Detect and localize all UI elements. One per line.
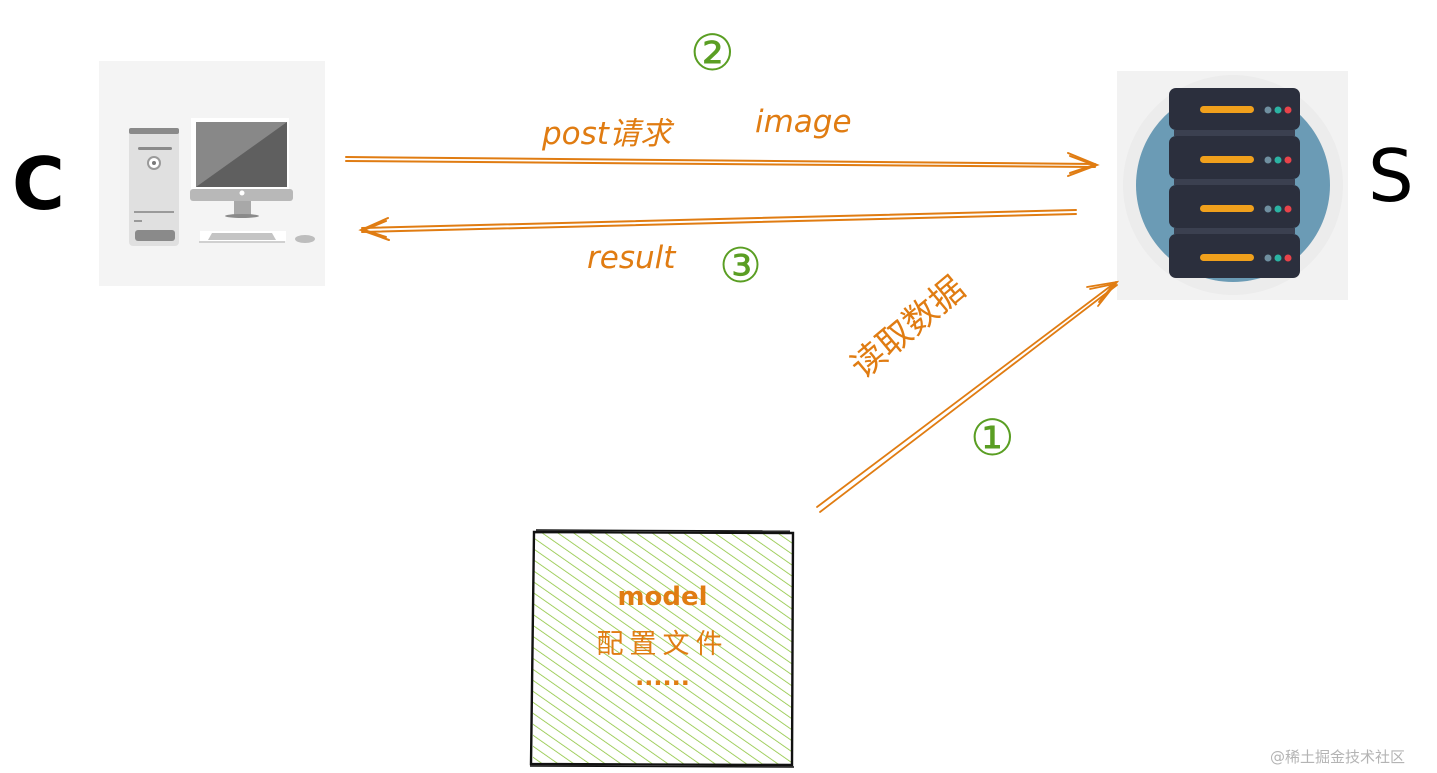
model-label: model [617, 582, 708, 612]
ellipsis-label: ...... [635, 663, 690, 691]
arrow-post-request [345, 152, 1100, 177]
arrow-result [358, 209, 1077, 241]
step-2-badge: ② [690, 24, 735, 82]
storage-box-content: model 配置文件 ...... [533, 582, 792, 691]
result-label: result [587, 240, 676, 276]
client-label: C [12, 142, 65, 226]
server-rack-icon [1117, 71, 1348, 300]
watermark: @稀土掘金技术社区 [1270, 748, 1406, 766]
config-file-label: 配置文件 [596, 629, 729, 660]
storage-box [529, 529, 795, 768]
server-label: S [1368, 134, 1414, 218]
arrow-read-data [816, 280, 1120, 513]
step-1-badge: ① [970, 409, 1015, 467]
desktop-computer-icon [99, 61, 325, 286]
post-request-label: post请求 [542, 116, 671, 152]
image-label: image [755, 104, 852, 140]
step-3-badge: ③ [719, 238, 763, 294]
